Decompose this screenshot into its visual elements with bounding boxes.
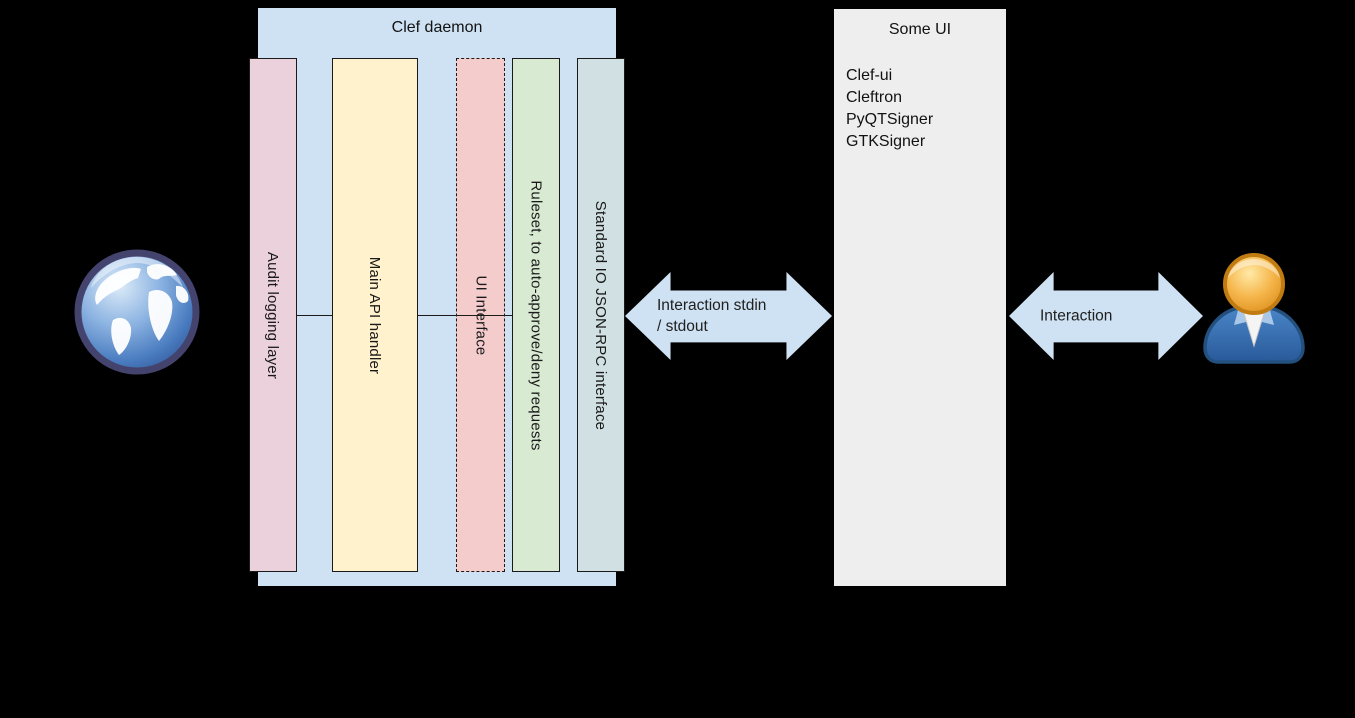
globe-icon	[73, 248, 201, 376]
some-ui-box: Some UI Clef-ui Cleftron PyQTSigner GTKS…	[833, 8, 1007, 587]
bar-ruleset: Ruleset, to auto-approve/deny requests	[512, 58, 560, 572]
arrow-stdin-stdout: Interaction stdin / stdout	[625, 272, 832, 360]
bar-stdio-jsonrpc-interface: Standard IO JSON-RPC interface	[577, 58, 625, 572]
list-item-gtksigner: GTKSigner	[846, 133, 926, 150]
some-ui-list: Clef-ui Cleftron PyQTSigner GTKSigner	[846, 65, 933, 153]
some-ui-title: Some UI	[888, 21, 952, 38]
arrow-stdin-stdout-label: Interaction stdin / stdout	[657, 297, 767, 335]
bar-ruleset-label: Ruleset, to auto-approve/deny requests	[527, 179, 545, 451]
list-item-pyqtsigner: PyQTSigner	[846, 111, 934, 128]
bar-main-api-handler-label: Main API handler	[366, 256, 384, 374]
list-item-cleftron: Cleftron	[846, 89, 903, 106]
bar-stdio-jsonrpc-interface-label: Standard IO JSON-RPC interface	[592, 200, 610, 430]
clef-daemon-box	[257, 7, 617, 587]
bar-main-api-handler: Main API handler	[332, 58, 418, 572]
bar-audit-logging-layer-label: Audit logging layer	[264, 251, 282, 379]
list-item-clef-ui: Clef-ui	[846, 67, 893, 84]
connector-api-to-ruleset	[418, 315, 512, 316]
arrow-interaction: Interaction	[1009, 272, 1203, 360]
user-icon	[1201, 253, 1307, 367]
connector-audit-to-api	[297, 315, 332, 316]
clef-daemon-title: Clef daemon	[391, 19, 483, 36]
bar-audit-logging-layer: Audit logging layer	[249, 58, 297, 572]
arrow-interaction-label: Interaction	[1040, 307, 1113, 325]
